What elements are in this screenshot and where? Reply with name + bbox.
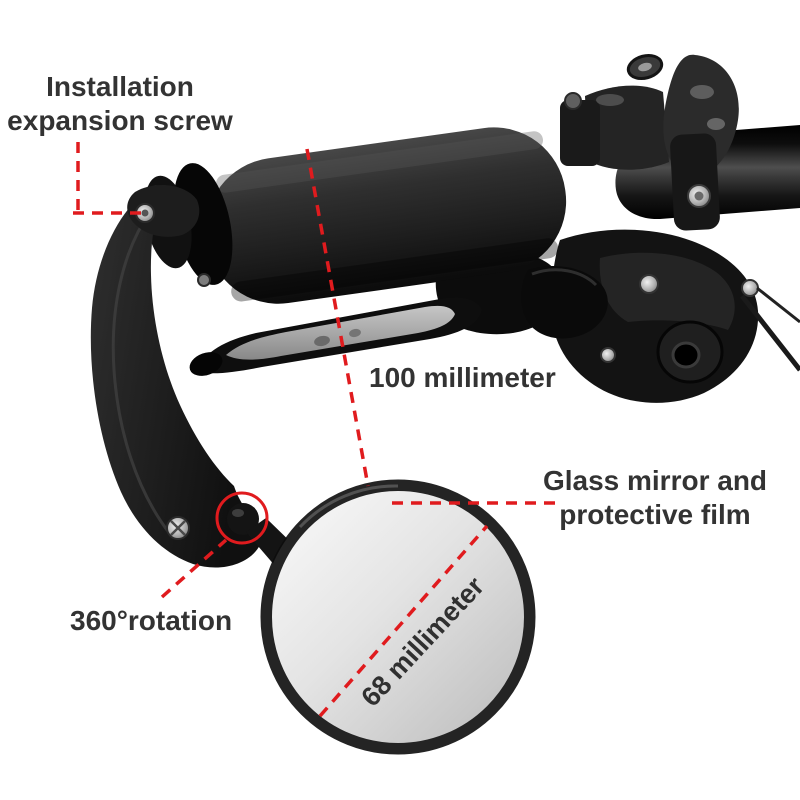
label-installation-screw: Installation expansion screw — [0, 70, 240, 138]
label-line: expansion screw — [7, 105, 233, 136]
bell-wear-mark — [707, 118, 725, 130]
blade-stamp — [349, 328, 361, 338]
ball-highlight — [232, 509, 244, 517]
arm-body — [90, 185, 262, 568]
leader-line-installation — [73, 142, 142, 215]
shifter-cable — [740, 294, 800, 372]
label-grip-length: 100 millimeter — [369, 362, 556, 393]
mirror-glass — [262, 481, 534, 753]
clamp-bolt-socket — [694, 191, 704, 201]
grip-body — [205, 127, 567, 304]
clamp-ring — [670, 133, 720, 231]
bell-wear-mark — [690, 85, 714, 99]
thumb-shifter-paddle — [521, 266, 608, 339]
rotation-highlight-circle — [215, 491, 269, 545]
bell-eyelet-hole — [638, 62, 652, 72]
leader-line-grip-length — [305, 148, 370, 487]
bell-bracket — [560, 100, 600, 166]
annotation-overlays — [73, 142, 557, 718]
paddle-highlight — [531, 268, 598, 287]
grip-highlight — [216, 131, 543, 193]
bell-clamp-body — [585, 85, 669, 170]
arm-facet-line — [111, 211, 172, 535]
shifter-bolt — [639, 274, 659, 294]
blade-tip — [189, 352, 223, 376]
label-glass-mirror: Glass mirror and protective film — [535, 464, 775, 532]
shifter-bolt — [600, 347, 616, 363]
collar-bolt — [197, 273, 211, 287]
mirror-rim-highlight — [298, 484, 399, 529]
bell-bolt — [564, 92, 582, 110]
label-line: Installation — [46, 71, 194, 102]
gear-shifter-pod — [550, 229, 800, 403]
arm-clamp-head — [127, 185, 200, 237]
label-rotation: 360°rotation — [70, 605, 233, 636]
mirror-diameter-line — [318, 524, 489, 718]
label-line: Glass mirror and — [542, 465, 768, 496]
bar-end-screw-socket — [141, 209, 149, 217]
blade-stamp — [314, 335, 330, 347]
mirror — [260, 479, 536, 755]
blade-inset — [226, 305, 455, 360]
label-line: protective film — [559, 499, 751, 530]
shifter-cable — [756, 286, 800, 324]
leader-line-rotation — [160, 538, 228, 599]
mirror-arm — [90, 185, 262, 568]
shifter-face — [599, 252, 735, 330]
bell-wear-mark — [596, 94, 624, 106]
arm-screw-slots — [170, 520, 186, 536]
shifter-bolt — [741, 279, 759, 297]
grip-shadow — [231, 238, 559, 302]
bar-clamp-ring — [670, 133, 720, 231]
foam-grip — [205, 127, 567, 304]
brake-lever-blade — [189, 297, 482, 376]
barrel-adjuster-hole — [671, 341, 701, 369]
